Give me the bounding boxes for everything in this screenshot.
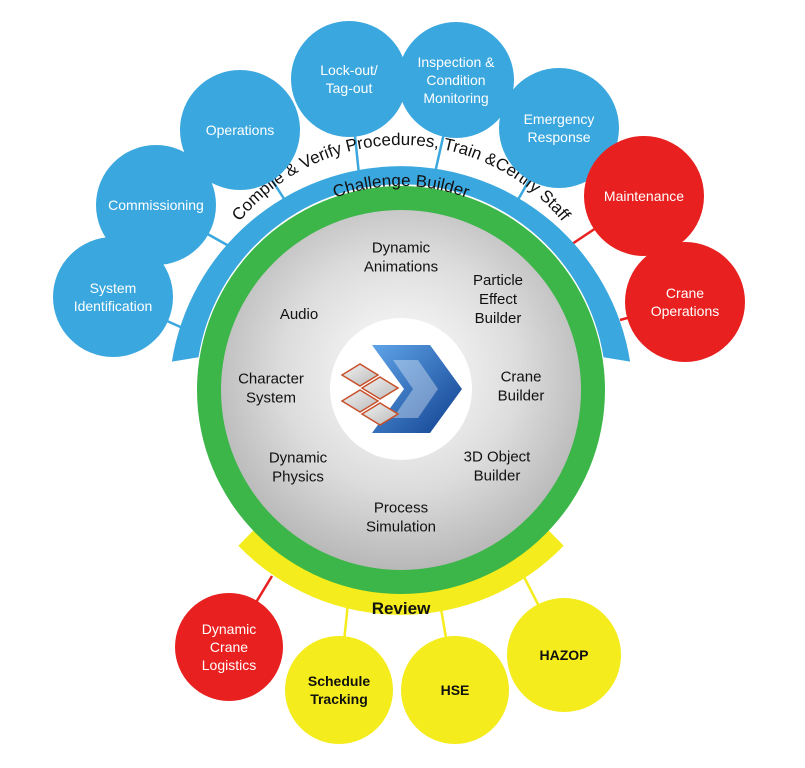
bottom-node-label: Tracking (310, 691, 368, 707)
inner-item-label: Physics (272, 469, 324, 486)
inner-item-audio: Audio (280, 306, 318, 323)
inner-item-label: Builder (475, 310, 522, 327)
inner-item-label: Process (374, 500, 428, 517)
top-node-label: Maintenance (604, 188, 684, 204)
review-banner-text: Review (372, 599, 431, 618)
inner-item-label: Crane (501, 369, 542, 386)
inner-item-label: Builder (498, 388, 545, 405)
top-node-label: Inspection & (417, 54, 495, 70)
inner-item-label: Simulation (366, 519, 436, 536)
bottom-node-label: Crane (210, 639, 248, 655)
bottom-node-label: Dynamic (202, 621, 256, 637)
inner-item-label: System (246, 390, 296, 407)
bottom-node-circle (507, 598, 621, 712)
bottom-banner-arc (238, 527, 564, 615)
inner-item-label: 3D Object (464, 449, 532, 466)
inner-item-label: Builder (474, 468, 521, 485)
outer-banner-arc (171, 166, 631, 362)
top-node-label: Operations (651, 303, 719, 319)
top-node-circle (584, 136, 704, 256)
top-node-circle (291, 21, 407, 137)
top-node-operations: Operations (180, 70, 300, 190)
top-node-label: Condition (426, 72, 485, 88)
inner-item-label: Animations (364, 259, 438, 276)
top-node-label: System (90, 280, 137, 296)
bottom-node-label: HSE (441, 682, 470, 698)
top-node-label: Monitoring (423, 90, 488, 106)
top-node-commissioning: Commissioning (96, 145, 216, 265)
bottom-node-circle (175, 593, 283, 701)
top-node-label: Tag-out (326, 80, 373, 96)
center-circle (330, 318, 472, 460)
top-node-lock-out-tag-out: Lock-out/Tag-out (291, 21, 407, 137)
bottom-node-label: Schedule (308, 673, 370, 689)
inner-item-label: Character (238, 371, 304, 388)
top-node-label: Commissioning (108, 197, 204, 213)
top-node-circle (96, 145, 216, 265)
bottom-node-label: HAZOP (540, 647, 589, 663)
bottom-node-circle (401, 636, 509, 744)
top-node-circle (53, 237, 173, 357)
inner-item-label: Dynamic (269, 450, 328, 467)
bottom-node-label: Logistics (202, 657, 256, 673)
top-node-label: Identification (74, 298, 153, 314)
top-node-label: Crane (666, 285, 704, 301)
inner-item-label: Audio (280, 306, 318, 323)
bottom-node-hazop: HAZOP (507, 598, 621, 712)
top-node-circle (398, 22, 514, 138)
inner-item-label: Particle (473, 272, 523, 289)
top-node-label: Response (527, 129, 590, 145)
inner-capabilities: DynamicAnimationsParticleEffectBuilderCr… (238, 240, 544, 536)
top-node-label: Emergency (524, 111, 595, 127)
inner-item-label: Dynamic (372, 240, 431, 257)
top-node-circle (625, 242, 745, 362)
top-node-circle (180, 70, 300, 190)
top-node-label: Lock-out/ (320, 62, 378, 78)
top-node-label: Operations (206, 122, 274, 138)
arrow-logo-icon (340, 345, 462, 433)
top-node-maintenance: Maintenance (584, 136, 704, 256)
bottom-node-hse: HSE (401, 636, 509, 744)
outer-nodes: SystemIdentificationCommissioningOperati… (53, 21, 745, 744)
top-node-circle (499, 68, 619, 188)
inner-item-label: Effect (479, 291, 518, 308)
bottom-node-circle (285, 636, 393, 744)
